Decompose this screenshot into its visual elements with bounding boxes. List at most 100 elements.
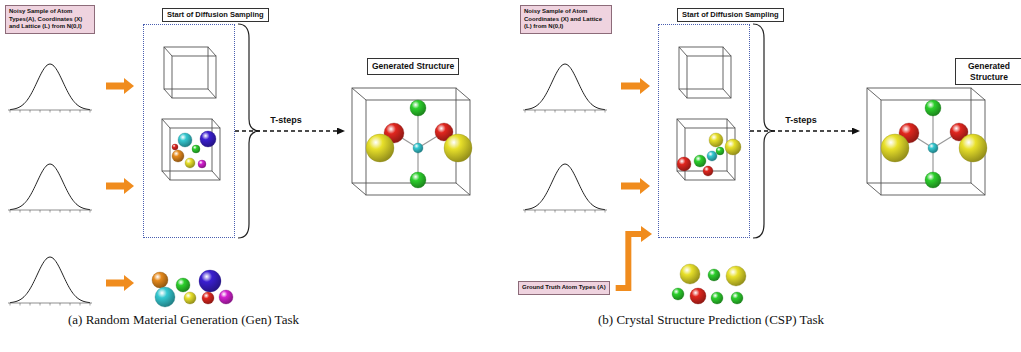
gaussian-curve — [50, 303, 51, 306]
gaussian-curve — [605, 210, 606, 213]
gaussian-curve — [30, 110, 31, 113]
lattice-cube — [208, 89, 216, 98]
lattice-cube — [162, 171, 170, 180]
gaussian-curve — [40, 210, 41, 213]
atom — [172, 144, 178, 150]
lattice-cube — [679, 47, 731, 98]
atom — [680, 264, 700, 284]
gaussian-curve — [40, 110, 41, 113]
gaussian-curve — [20, 303, 21, 306]
gaussian-curve — [8, 64, 92, 112]
edge-label: T-steps — [270, 115, 302, 125]
lattice-cube — [162, 119, 170, 128]
box-text: Ground Truth Atom Types (A) — [522, 284, 606, 292]
gaussian-curve — [50, 210, 51, 213]
atom — [184, 292, 196, 304]
atom — [881, 134, 909, 162]
atom — [690, 288, 706, 304]
lattice-cube — [971, 183, 985, 195]
lattice-cube — [352, 183, 366, 195]
atom — [707, 151, 717, 161]
lattice-cube — [164, 47, 216, 98]
atom — [176, 278, 190, 292]
atom — [152, 272, 168, 288]
atom — [410, 100, 426, 116]
gaussian-curve — [80, 303, 81, 306]
atom — [708, 269, 720, 281]
lattice-cube — [677, 119, 727, 171]
lattice-cube — [456, 88, 470, 100]
lattice-cube — [212, 171, 220, 180]
gaussian-curve — [535, 210, 536, 213]
gaussian-curve — [525, 64, 605, 110]
atom — [172, 150, 184, 162]
atom — [200, 131, 216, 147]
lattice-cube — [172, 56, 216, 98]
atom — [725, 139, 741, 155]
gaussian-curve — [523, 164, 607, 212]
atom — [925, 172, 941, 188]
lattice-cube — [162, 119, 220, 180]
ground-truth-box: Ground Truth Atom Types (A) — [518, 281, 610, 295]
atom — [192, 145, 200, 153]
gaussian-curve — [545, 110, 546, 113]
atom — [366, 134, 394, 162]
sampling-region: Start of Diffusion Sampling — [143, 24, 235, 238]
gaussian-curve — [60, 210, 61, 213]
gaussian-curve — [80, 210, 81, 213]
gaussian-curve — [10, 257, 90, 303]
generated-structure: Generated Structure — [860, 58, 1016, 198]
lattice-cube — [727, 119, 735, 128]
panel-caption: (a) Random Material Generation (Gen) Tas… — [68, 312, 299, 328]
gaussian-curve — [10, 164, 90, 210]
atom — [672, 288, 684, 300]
gaussian-curve — [90, 210, 91, 213]
atom — [410, 172, 426, 188]
orange-arrow — [106, 275, 134, 291]
gaussian-curve — [50, 110, 51, 113]
atom — [444, 134, 472, 162]
lattice-cube — [867, 88, 881, 100]
gaussian-curve — [565, 110, 566, 113]
gaussian-curve — [60, 303, 61, 306]
heading-label: Start of Diffusion Sampling — [162, 8, 269, 22]
lattice-cube — [685, 128, 735, 180]
lattice-cube — [679, 89, 687, 98]
orange-arrow — [106, 178, 134, 194]
gaussian-curve — [523, 64, 607, 112]
orange-arrow — [616, 234, 641, 288]
heading-label: Start of Diffusion Sampling — [677, 8, 784, 22]
gaussian-curve — [30, 303, 31, 306]
atom — [928, 143, 938, 153]
gaussian-curve — [8, 164, 92, 212]
lattice-cube — [164, 89, 172, 98]
lattice-cube — [456, 183, 470, 195]
box-text: Noisy Sample of Atom Coordinates (X) and… — [524, 8, 608, 31]
gaussian-curve — [585, 210, 586, 213]
gaussian-curve — [555, 110, 556, 113]
lattice-cube — [352, 88, 366, 100]
gaussian-curve — [525, 164, 605, 210]
gaussian-curve — [70, 110, 71, 113]
lattice-cube — [867, 183, 881, 195]
heading-label: Generated Structure — [955, 58, 1021, 85]
lattice-cube — [677, 119, 685, 128]
atom — [155, 287, 175, 307]
gaussian-curve — [555, 210, 556, 213]
lattice-cube — [679, 47, 687, 56]
box-text: Noisy Sample of Atom Types(A), Coordinat… — [9, 8, 91, 31]
gaussian-curve — [10, 210, 11, 213]
gaussian-curve — [10, 110, 11, 113]
gaussian-curve — [40, 303, 41, 306]
t-steps-arrow — [750, 130, 852, 131]
gaussian-curve — [525, 210, 526, 213]
gaussian-curve — [605, 110, 606, 113]
lattice-cube — [727, 171, 735, 180]
gaussian-curve — [535, 110, 536, 113]
orange-arrow — [621, 78, 650, 94]
lattice-cube — [679, 47, 723, 89]
sampling-region: Start of Diffusion Sampling — [658, 24, 750, 238]
generated-structure: Generated Structure — [345, 58, 473, 198]
atom — [199, 270, 221, 292]
